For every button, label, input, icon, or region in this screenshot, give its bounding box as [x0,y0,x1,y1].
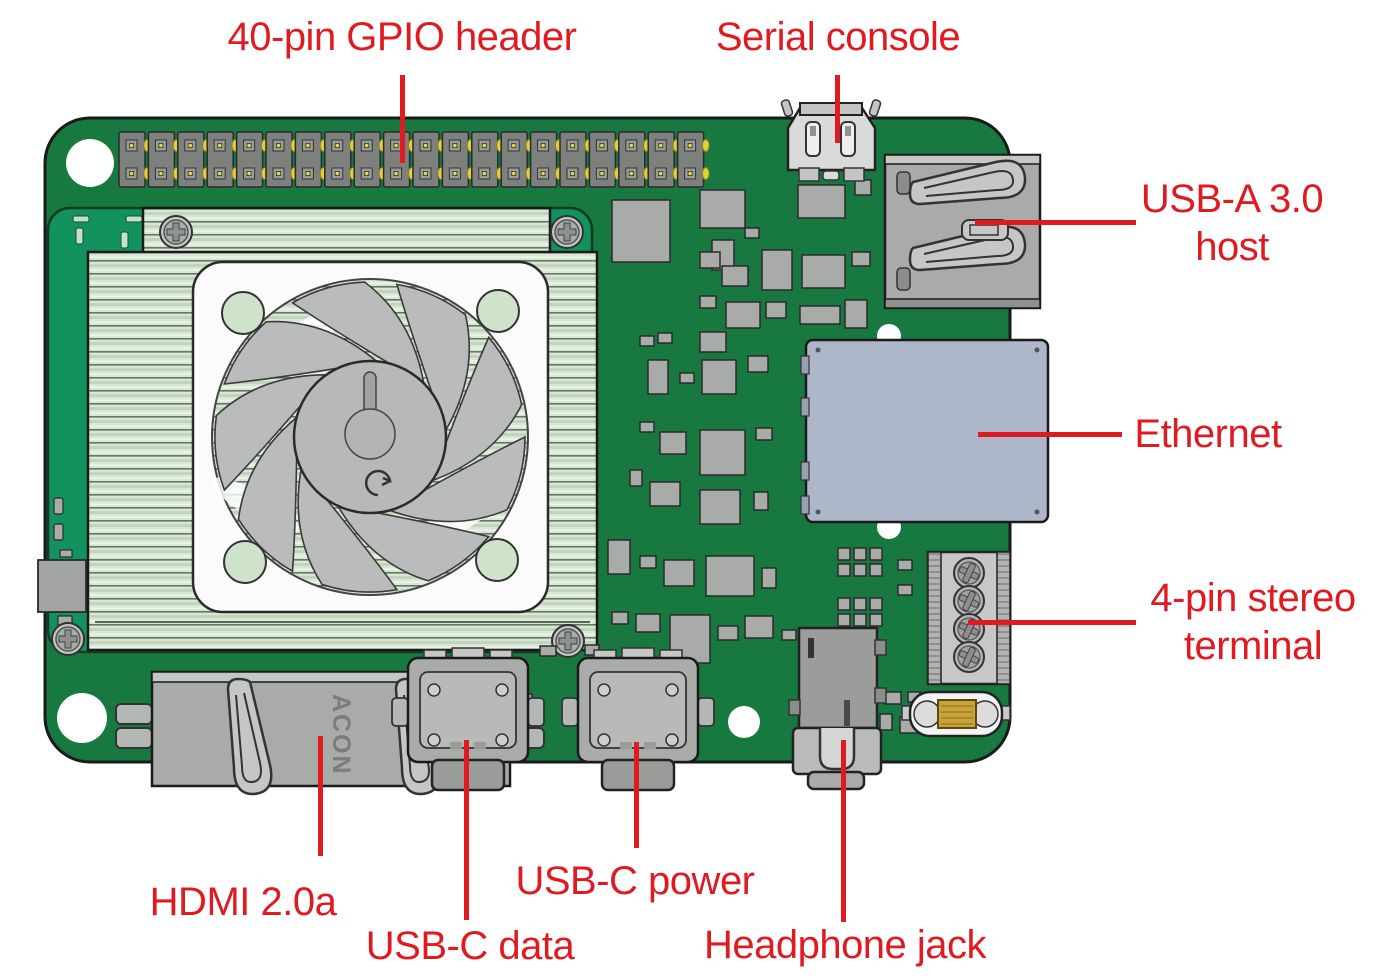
label-gpio-header: 40-pin GPIO header [227,15,578,59]
serial-console-port [780,99,882,182]
debug-connector [901,690,1011,738]
label-hdmi: HDMI 2.0a [149,880,337,924]
rotation-arrow-icon [364,469,392,497]
stereo-terminal-callout-line [968,620,1136,625]
headphone-jack [788,626,887,791]
label-serial-console: Serial console [715,15,961,59]
label-usb-a-line2: host [1195,225,1269,269]
gpio-callout-line [400,75,405,163]
label-ethernet: Ethernet [1134,412,1282,456]
stereo-terminal-block [926,550,1012,686]
label-stereo-line1: 4-pin stereo [1150,576,1356,620]
serial-console-callout-line [835,75,840,143]
label-usb-a-host: USB-A 3.0 host [1140,175,1324,271]
label-usb-c-power: USB-C power [515,859,755,903]
ethernet-port [800,324,1050,539]
usb-c-power-port [561,647,715,792]
usb-a-callout-line [975,220,1136,225]
hdmi-callout-line [318,736,323,856]
headphone-jack-callout-line [841,740,846,922]
cooling-fan [191,259,550,614]
label-headphone-jack: Headphone jack [703,923,987,967]
usb-c-data-callout-line [464,740,469,920]
usb-c-data-port [391,647,545,792]
hdmi-brand-marking: ACON [327,694,355,776]
label-stereo-terminal: 4-pin stereo terminal [1150,574,1356,670]
label-stereo-line2: terminal [1183,624,1323,668]
usb-c-power-callout-line [634,742,639,848]
label-usb-c-data: USB-C data [365,924,575,968]
label-usb-a-line1: USB-A 3.0 [1140,177,1324,221]
gpio-header [118,131,710,188]
usb-a-port [883,153,1042,310]
ethernet-callout-line [978,432,1122,437]
